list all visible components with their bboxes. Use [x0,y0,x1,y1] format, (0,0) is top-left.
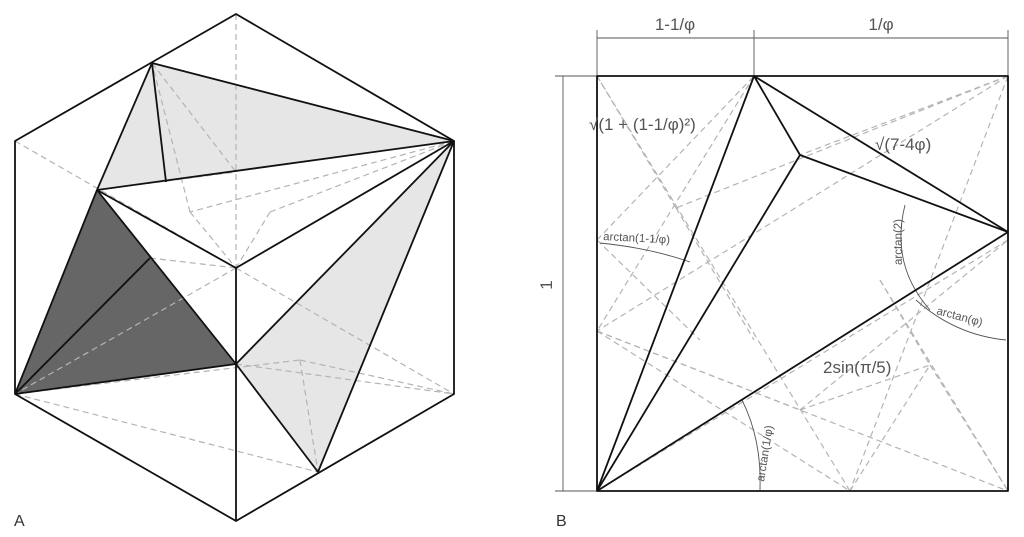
light-shaded-face-right [236,141,454,472]
panel-a-cube: A [14,13,455,530]
angle-arcs [599,204,1007,491]
panel-b-crease-pattern: 1-1/φ 1/φ 1 √(1 + (1-1/φ)²) √(7-4φ) 2sin… [537,15,1009,530]
angle-label-right-lower: arctan(φ) [935,305,984,329]
edge-label-upper-right: √(7-4φ) [875,135,931,154]
panel-b-label: B [556,513,567,530]
panel-b-dashed-creases [596,75,1009,492]
dim-label-top-left: 1-1/φ [655,15,695,34]
dim-label-top-right: 1/φ [868,15,893,34]
panel-a-label: A [14,513,25,530]
dim-label-left: 1 [537,280,556,289]
light-shaded-face-top [97,63,454,190]
angle-label-right-vertical: arctan(2) [893,219,905,265]
edge-label-left: √(1 + (1-1/φ)²) [589,115,696,134]
dark-shaded-face [15,190,236,394]
angle-label-left: arctan(1-1/φ) [603,231,671,246]
panel-a-solid-edges [14,13,455,522]
edge-label-long: 2sin(π/5) [823,358,891,377]
dimension-lines [555,30,1009,492]
panel-b-solid-edges [596,75,1009,492]
